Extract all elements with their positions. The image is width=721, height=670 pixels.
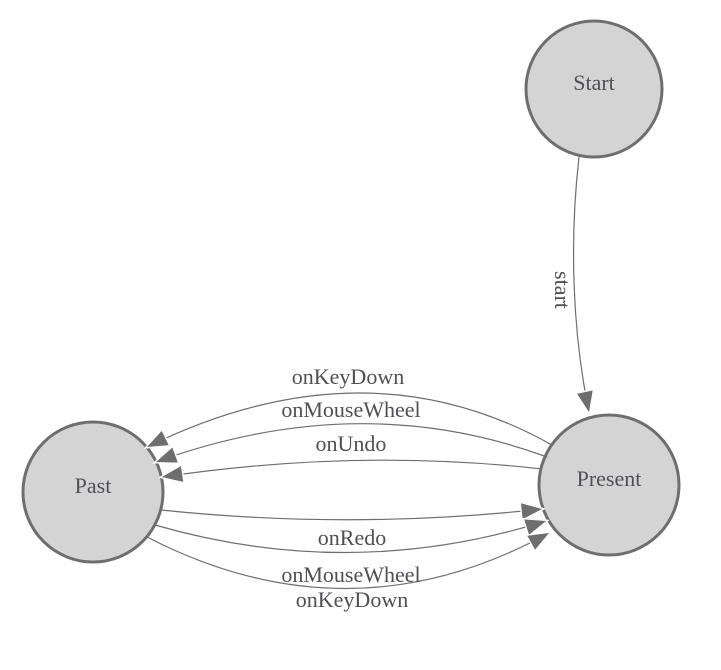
edge-label-onmousewheel-bottom: onMouseWheel [281,562,420,587]
state-label-past: Past [75,473,112,498]
state-node-present[interactable]: Present [537,413,681,557]
edge-past-present-onkeydown[interactable] [146,531,553,590]
edge-past-present-onmousewheel[interactable] [154,517,550,554]
edge-past-present-onredo[interactable] [160,501,546,522]
state-circle-present [537,413,681,557]
edge-start-present[interactable] [572,156,595,416]
state-circle-start [524,19,664,159]
state-node-start[interactable]: Start [524,19,664,159]
edge-label-onundo: onUndo [316,431,387,456]
edge-present-past-onundo[interactable] [158,459,543,484]
edge-label-start: start [550,271,575,309]
state-label-start: Start [573,70,615,95]
state-label-present: Present [577,466,642,491]
edge-label-onredo: onRedo [318,525,386,550]
edge-present-past-onkeydown[interactable] [143,392,553,449]
edge-present-past-onmousewheel[interactable] [152,423,548,465]
edge-label-onkeydown-top: onKeyDown [292,364,404,389]
state-circle-past [21,420,165,564]
edge-label-onkeydown-bottom: onKeyDown [296,587,408,612]
state-node-past[interactable]: Past [21,420,165,564]
edge-label-onmousewheel-top: onMouseWheel [281,397,420,422]
